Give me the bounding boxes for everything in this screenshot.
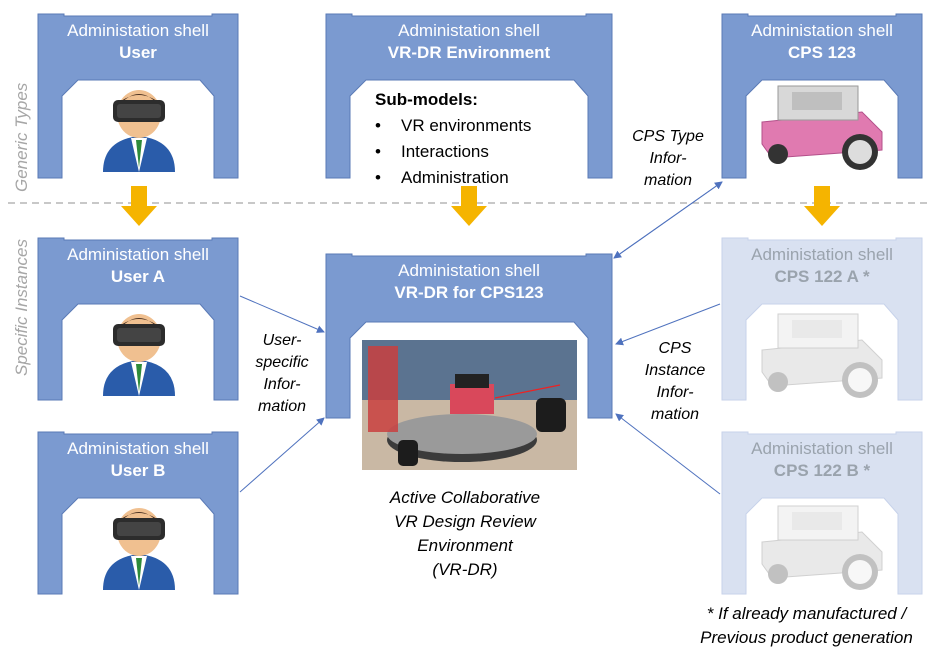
caption-line: VR Design Review [394,512,536,531]
cps-instance-information-note: CPS Instance Infor- mation [632,338,718,426]
specific-instances-label: Specific Instances [12,238,31,376]
shell-cps123-line1: Administation shell [751,21,893,40]
bullet: • [375,116,381,135]
generic-types-label: Generic Types [12,82,31,192]
shell-cps122b-line2: CPS 122 B * [773,461,871,480]
shell-user-line2: User [119,43,157,62]
shell-user-a-line1: Administation shell [67,245,209,264]
user-vr-avatar-icon [103,90,175,172]
shell-user-b-title: Administation shell User B [38,438,238,482]
shell-cps122b [721,431,923,595]
connector-vrdr-to-cps123 [613,181,723,259]
shell-user-line1: Administation shell [67,21,209,40]
shell-cps123-line2: CPS 123 [787,43,857,62]
shell-cps123 [721,13,923,179]
shell-vrdr-environment [325,13,613,179]
arrow-down-user [121,186,157,226]
submodel-label: Interactions [401,142,489,161]
user-vr-avatar-icon [103,508,175,590]
shell-user-a-title: Administation shell User A [38,244,238,288]
shell-cps122a [721,237,923,401]
connector-user-a [239,295,325,333]
shell-user-a [37,237,239,401]
shell-vrdr-env-line2: VR-DR Environment [387,43,551,62]
caption-line: Environment [417,536,513,555]
submodel-label: VR environments [401,116,532,135]
vr-scene-image [362,340,577,470]
robot-cps-icon [761,505,883,590]
shell-user-b-line1: Administation shell [67,439,209,458]
note-line: Infor- [263,376,301,393]
vrdr-caption: Active Collaborative VR Design Review En… [330,486,600,582]
submodel-item: • Interactions [375,139,531,165]
arrow-down-vrdr [451,186,487,226]
robot-cps-icon [761,85,883,170]
note-line: Infor- [649,150,687,167]
shell-vrdr-cps-line1: Administation shell [398,261,540,280]
shell-user-b [37,431,239,595]
footnote-line: * If already manufactured / [706,604,907,623]
submodels-list: Sub-models: • VR environments • Interactio… [375,87,531,191]
note-line: specific [255,354,309,371]
shell-cps122b-title: Administation shell CPS 122 B * [722,438,922,482]
shell-cps122a-title: Administation shell CPS 122 A * [722,244,922,288]
shell-user-title: Administation shell User [38,20,238,64]
submodel-item: • Administration [375,165,531,191]
shell-cps123-title: Administation shell CPS 123 [722,20,922,64]
shell-user [37,13,239,179]
note-line: CPS [658,340,692,357]
connector-cps122b [615,413,721,495]
robot-cps-icon [761,313,883,398]
note-line: CPS Type [632,128,704,145]
note-line: mation [650,406,700,423]
user-specific-information-note: User- specific Infor- mation [242,330,322,418]
shell-user-a-line2: User A [110,267,166,286]
shell-vrdr-cps-line2: VR-DR for CPS123 [394,283,544,302]
bullet: • [375,142,381,161]
caption-line: Active Collaborative [389,488,541,507]
bullet: • [375,168,381,187]
shell-user-b-line2: User B [110,461,166,480]
note-line: Instance [644,362,706,379]
submodel-label: Administration [401,168,509,187]
note-line: mation [643,172,693,189]
footnote: * If already manufactured / Previous pro… [684,602,929,650]
connector-user-b [239,417,325,493]
shell-vrdr-env-line1: Administation shell [398,21,540,40]
caption-line: (VR-DR) [432,560,498,579]
note-line: mation [257,398,307,415]
note-line: User- [262,332,302,349]
connector-cps122a [615,303,721,346]
user-vr-avatar-icon [103,314,175,396]
note-line: Infor- [656,384,694,401]
shell-cps122b-line1: Administation shell [751,439,893,458]
shell-vrdr-env-title: Administation shell VR-DR Environment [326,20,612,64]
submodel-item: • VR environments [375,113,531,139]
shell-vrdr-cps-title: Administation shell VR-DR for CPS123 [326,260,612,304]
arrow-down-cps [804,186,840,226]
shell-vrdr-cps123 [325,253,613,419]
submodels-header: Sub-models: [375,90,478,109]
footnote-line: Previous product generation [700,628,913,647]
cps-type-information-note: CPS Type Infor- mation [618,126,718,192]
shell-cps122a-line1: Administation shell [751,245,893,264]
shell-cps122a-line2: CPS 122 A * [774,267,870,286]
